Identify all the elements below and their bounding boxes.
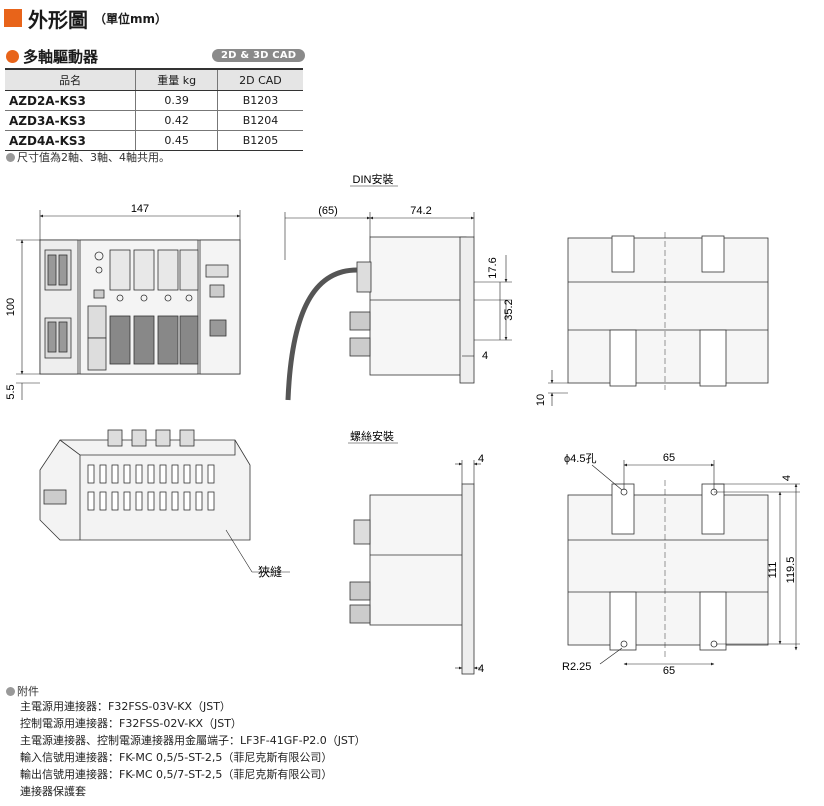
list-item: 輸入信號用連接器：FK-MC 0,5/5-ST-2,5（菲尼克斯有限公司） [20,751,333,764]
screw-back-dimensions [591,460,800,666]
list-item: 主電源連接器、控制電源連接器用金屬端子：LF3F-41GF-P2.0（JST） [20,734,366,747]
screw-side-dimensions [455,460,481,670]
dim-35-2: 35.2 [503,299,515,320]
back-view-screw [567,480,769,660]
side-view-screw [349,483,475,675]
dim-111: 111 [767,562,779,579]
isometric-view [39,429,290,573]
row-weight: 0.45 [135,130,218,151]
section-bullet-icon [6,50,19,63]
col-header-name: 品名 [5,68,136,91]
note-bullet-icon [6,153,15,162]
hole-label: ϕ4.5孔 [564,452,596,465]
accessories-title: 附件 [17,685,39,698]
dim-4-right: 4 [781,475,793,481]
list-item: 連接器保護套 [20,785,86,798]
dim-4-top: 4 [478,453,484,465]
slit-label: 狹縫 [258,564,282,579]
note-text: 尺寸值為2軸、3軸、4軸共用。 [17,151,170,164]
page-header: 外形圖 （單位mm） [4,4,167,32]
row-weight: 0.42 [135,110,218,131]
row-name: AZD4A-KS3 [5,130,136,151]
back-view-din [567,232,769,390]
side-view-dimensions [284,212,512,357]
section-title: 多軸驅動器 [23,48,99,66]
row-name: AZD2A-KS3 [5,90,136,111]
dim-height-100: 100 [5,298,17,316]
shared-dimension-note: 尺寸值為2軸、3軸、4軸共用。 [6,149,170,165]
front-view-dimensions [16,210,241,400]
row-cad-link[interactable]: B1204 [216,110,303,131]
row-cad-link[interactable]: B1203 [216,90,303,111]
dim-17-6: 17.6 [487,257,499,278]
title-marker-icon [4,9,22,27]
dim-119-5: 119.5 [785,557,797,584]
page-title-unit: （單位mm） [94,11,168,26]
front-view [39,239,241,375]
list-item: 輸出信號用連接器：FK-MC 0,5/7-ST-2,5（菲尼克斯有限公司） [20,768,333,781]
row-name: AZD3A-KS3 [5,110,136,131]
accessories-list: 主電源用連接器：F32FSS-03V-KX（JST） 控制電源用連接器：F32F… [20,698,366,800]
dim-4-side: 4 [482,350,488,362]
table-row: AZD3A-KS3 0.42 B1204 [5,110,303,131]
dim-65-paren: (65) [318,205,338,217]
dim-5-5: 5.5 [5,384,17,399]
list-item: 控制電源用連接器：F32FSS-02V-KX（JST） [20,717,242,730]
screw-mount-label: 螺絲安裝 [350,429,394,443]
dim-65-top: 65 [663,452,675,464]
list-item: 主電源用連接器：F32FSS-03V-KX（JST） [20,700,231,713]
col-header-weight: 重量 kg [135,68,218,91]
col-header-cad: 2D CAD [216,68,303,91]
dim-65-bottom: 65 [663,665,675,677]
table-row: AZD2A-KS3 0.39 B1203 [5,90,303,111]
table-row: AZD4A-KS3 0.45 B1205 [5,130,303,151]
dim-10: 10 [535,394,547,406]
accessories-header: 附件 [6,683,39,699]
spec-table: 品名 重量 kg 2D CAD AZD2A-KS3 0.39 B1203 AZD… [5,68,303,151]
accessories-bullet-icon [6,687,15,696]
dim-74-2: 74.2 [410,205,431,217]
dim-width-147: 147 [131,203,149,215]
cad-badge[interactable]: 2D & 3D CAD [212,49,306,62]
din-mount-label: DIN安裝 [353,172,394,186]
back-view-dimensions [548,370,568,406]
side-view-din [285,236,475,401]
page-title: 外形圖 [28,7,88,32]
section-header: 多軸驅動器 [6,46,98,67]
row-cad-link[interactable]: B1205 [216,130,303,151]
dim-4-bottom: 4 [478,663,484,675]
row-weight: 0.39 [135,90,218,111]
radius-label: R2.25 [562,661,591,673]
table-header-row: 品名 重量 kg 2D CAD [5,68,303,91]
